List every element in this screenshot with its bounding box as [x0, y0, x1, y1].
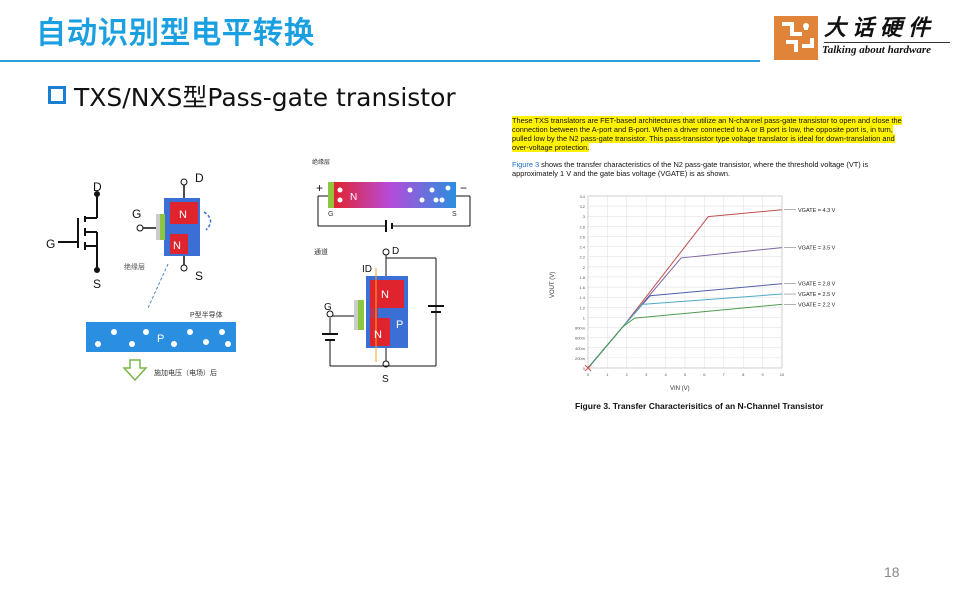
zoom-dashed-line	[147, 263, 169, 309]
title-underline	[0, 60, 760, 62]
bullet-square-icon	[48, 86, 66, 104]
chart-legend: VGATE = 4.3 V VGATE = 3.5 V VGATE = 2.8 V V…	[784, 208, 836, 308]
down-arrow-icon	[122, 359, 148, 382]
chart-x-tick-label: 2	[626, 372, 629, 377]
mosfet-g-label: G	[46, 237, 55, 251]
circuit-n-top-label: N	[381, 289, 389, 301]
mosfet-symbol	[58, 191, 100, 273]
gradient-bar	[317, 182, 471, 232]
chart-x-tick-label: 5	[684, 372, 687, 377]
chart-x-ticks: 0 1 2 3 4 5 6 7 8 9 10	[587, 372, 785, 377]
page-number: 18	[884, 564, 900, 580]
chart-origin-marker	[584, 364, 592, 372]
circuit-s-label: S	[382, 374, 389, 385]
transfer-characteristics-chart: 0 200m 400m 600m 800m 1 1.2 1.4 1.6 1.8 2 2.2 2.4 2.6…	[550, 194, 836, 392]
chart-y-label: VOUT (V)	[550, 272, 556, 298]
logo-divider	[824, 42, 950, 43]
circuit-p-label: P	[396, 319, 403, 331]
chart-y-tick-label: 200m	[575, 356, 586, 361]
chart-legend-label: VGATE = 2.2 V	[798, 302, 836, 308]
slide-subtitle: TXS/NXS型Pass-gate transistor	[74, 83, 456, 112]
chart-legend-label: VGATE = 4.3 V	[798, 208, 836, 214]
chart-series-line	[587, 303, 783, 369]
bar-plus-label: +	[316, 181, 323, 195]
circuit-n-bottom-label: N	[374, 329, 382, 341]
chart-grid	[587, 195, 783, 369]
bar-g-label: G	[328, 211, 333, 218]
bar-minus-label: −	[460, 181, 467, 195]
chart-y-tick-label: 800m	[575, 326, 586, 331]
chart-y-tick-label: 2	[583, 265, 586, 270]
chart-y-tick-label: 1.8	[579, 275, 585, 280]
p-substrate-bar	[86, 322, 236, 352]
chart-y-tick-label: 3.4	[579, 194, 585, 199]
chart-x-tick-label: 7	[723, 372, 726, 377]
chart-series	[584, 209, 783, 372]
cs-insulator-label: 绝缘层	[124, 262, 145, 271]
p-substrate-label: P型半导体	[190, 310, 223, 319]
chart-x-tick-label: 0	[587, 372, 590, 377]
cs-s-label: S	[195, 269, 203, 283]
chart-x-tick-label: 4	[664, 372, 667, 377]
chart-legend-label: VGATE = 3.5 V	[798, 246, 836, 252]
chart-y-tick-label: 1.6	[579, 285, 585, 290]
chart-x-tick-label: 6	[703, 372, 706, 377]
cs-g-label: G	[132, 207, 141, 221]
middle-diagram: 绝缘层 + − N G S 通道	[312, 158, 471, 385]
chart-legend-label: VGATE = 2.5 V	[798, 292, 836, 298]
chart-x-tick-label: 3	[645, 372, 648, 377]
cs-d-label: D	[195, 171, 204, 185]
figure-reference-text: shows the transfer characteristics of th…	[512, 160, 869, 178]
transistor-circuit	[322, 248, 444, 368]
figure-link[interactable]: Figure 3	[512, 160, 540, 169]
bar-s-label: S	[452, 211, 457, 218]
chart-y-ticks: 0 200m 400m 600m 800m 1 1.2 1.4 1.6 1.8 2 2.2 2.4 2.6…	[575, 194, 586, 371]
description-paragraph: These TXS translators are FET-based arch…	[512, 116, 910, 152]
chart-y-tick-label: 1	[583, 315, 586, 320]
slide-title: 自动识别型电平转换	[36, 16, 315, 51]
chart-x-tick-label: 10	[780, 372, 785, 377]
channel-label: 通道	[314, 247, 328, 256]
circuit-g-label: G	[324, 302, 332, 313]
p-substrate-p-label: P	[157, 333, 164, 345]
chart-y-tick-label: 2.2	[579, 255, 585, 260]
transistor-body	[354, 268, 408, 362]
highlighted-text: These TXS translators are FET-based arch…	[512, 116, 902, 152]
chart-y-tick-label: 2.8	[579, 224, 585, 229]
mosfet-d-label: D	[93, 180, 102, 194]
bar-n-label: N	[350, 192, 357, 203]
figure-reference-paragraph: Figure 3 shows the transfer characterist…	[512, 160, 910, 178]
logo-text-en: Talking about hardware	[822, 44, 932, 56]
chart-y-tick-label: 2.4	[579, 245, 585, 250]
chart-x-tick-label: 8	[742, 372, 745, 377]
cs-n-bottom-label: N	[173, 240, 181, 252]
chart-y-tick-label: 1.2	[579, 305, 585, 310]
chart-x-tick-label: 1	[606, 372, 609, 377]
chart-y-tick-label: 0	[583, 366, 586, 371]
chart-y-tick-label: 1.4	[579, 295, 585, 300]
figure-caption: Figure 3. Transfer Characterisitics of a…	[575, 401, 824, 411]
chart-y-tick-label: 2.6	[579, 234, 585, 239]
cross-section	[136, 178, 212, 272]
cs-n-top-label: N	[179, 209, 187, 221]
chart-x-tick-label: 9	[761, 372, 764, 377]
chart-y-tick-label: 3.2	[579, 204, 585, 209]
chart-legend-label: VGATE = 2.8 V	[798, 282, 836, 288]
chart-x-label: VIN (V)	[670, 386, 690, 392]
chart-y-tick-label: 600m	[575, 336, 586, 341]
circuit-id-label: ID	[362, 264, 372, 275]
arrow-caption: 施加电压（电场）后	[154, 368, 217, 377]
circuit-d-label: D	[392, 246, 399, 257]
mosfet-s-label: S	[93, 277, 101, 291]
bar-insulator-label: 绝缘层	[312, 158, 330, 166]
chart-y-tick-label: 400m	[575, 346, 586, 351]
left-diagram: D G S D G S N N 绝缘层 P型半导体 P 施加电压（电场）后	[46, 171, 236, 382]
logo-mark-icon	[774, 16, 818, 60]
chart-y-tick-label: 3	[583, 214, 586, 219]
logo-text-cn: 大话硬件	[824, 15, 937, 41]
